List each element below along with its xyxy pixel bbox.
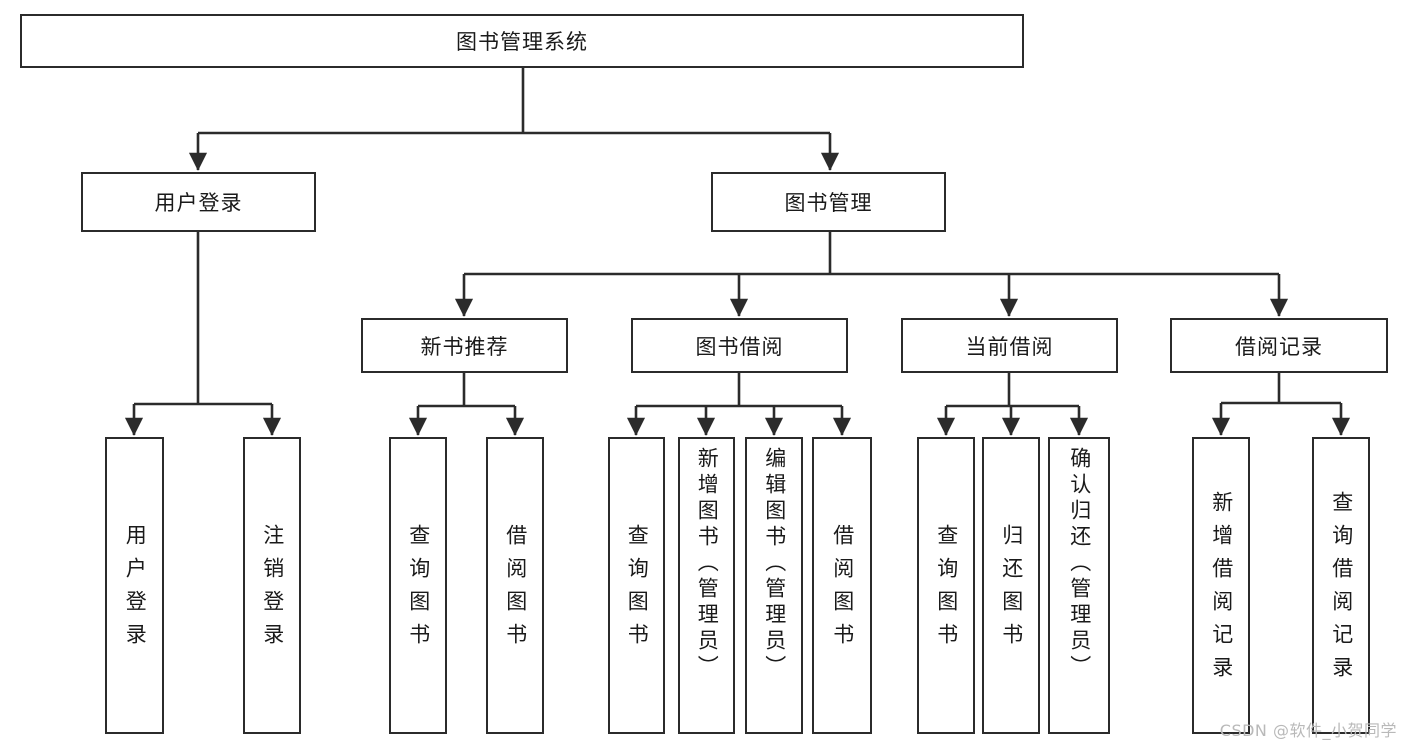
node-borrow-record-label: 借阅记录 xyxy=(1235,334,1323,359)
leaf-borrow-book-recommend-label: 借阅图书 xyxy=(503,523,528,656)
node-book-management[interactable]: 图书管理 xyxy=(711,172,946,232)
leaf-edit-book-admin-label: 编辑图书（管理员） xyxy=(762,447,787,681)
leaf-confirm-return-admin-label: 确认归还（管理员） xyxy=(1067,447,1092,681)
leaf-query-book-borrow-label: 查询图书 xyxy=(625,523,650,656)
leaf-logout-label: 注销登录 xyxy=(260,523,285,656)
leaf-borrow-book-label: 借阅图书 xyxy=(830,523,855,656)
leaf-add-book-admin-label: 新增图书（管理员） xyxy=(695,447,720,681)
leaf-user-login-label: 用户登录 xyxy=(123,523,148,656)
leaf-add-borrow-record[interactable]: 新增借阅记录 xyxy=(1192,437,1250,734)
leaf-query-book-borrow[interactable]: 查询图书 xyxy=(608,437,665,734)
node-user-login[interactable]: 用户登录 xyxy=(81,172,316,232)
leaf-confirm-return-admin[interactable]: 确认归还（管理员） xyxy=(1048,437,1110,734)
leaf-borrow-book-recommend[interactable]: 借阅图书 xyxy=(486,437,544,734)
node-new-book-recommend[interactable]: 新书推荐 xyxy=(361,318,568,373)
node-root-label: 图书管理系统 xyxy=(456,30,588,54)
leaf-return-book[interactable]: 归还图书 xyxy=(982,437,1040,734)
node-borrow-record[interactable]: 借阅记录 xyxy=(1170,318,1388,373)
node-root[interactable]: 图书管理系统 xyxy=(20,14,1024,68)
leaf-query-book-recommend-label: 查询图书 xyxy=(406,523,431,656)
node-book-borrow[interactable]: 图书借阅 xyxy=(631,318,848,373)
leaf-query-book-current[interactable]: 查询图书 xyxy=(917,437,975,734)
leaf-add-book-admin[interactable]: 新增图书（管理员） xyxy=(678,437,735,734)
node-current-borrow[interactable]: 当前借阅 xyxy=(901,318,1118,373)
leaf-query-book-recommend[interactable]: 查询图书 xyxy=(389,437,447,734)
node-book-management-label: 图书管理 xyxy=(784,191,873,215)
node-current-borrow-label: 当前借阅 xyxy=(965,334,1054,359)
leaf-query-borrow-record-label: 查询借阅记录 xyxy=(1329,490,1354,689)
leaf-return-book-label: 归还图书 xyxy=(999,523,1024,656)
leaf-add-borrow-record-label: 新增借阅记录 xyxy=(1209,490,1234,689)
leaf-borrow-book[interactable]: 借阅图书 xyxy=(812,437,872,734)
leaf-edit-book-admin[interactable]: 编辑图书（管理员） xyxy=(745,437,803,734)
leaf-user-login[interactable]: 用户登录 xyxy=(105,437,164,734)
leaf-query-book-current-label: 查询图书 xyxy=(934,523,959,656)
leaf-logout[interactable]: 注销登录 xyxy=(243,437,301,734)
node-user-login-label: 用户登录 xyxy=(154,191,243,215)
leaf-query-borrow-record[interactable]: 查询借阅记录 xyxy=(1312,437,1370,734)
node-book-borrow-label: 图书借阅 xyxy=(695,334,784,359)
node-new-book-recommend-label: 新书推荐 xyxy=(420,334,509,359)
